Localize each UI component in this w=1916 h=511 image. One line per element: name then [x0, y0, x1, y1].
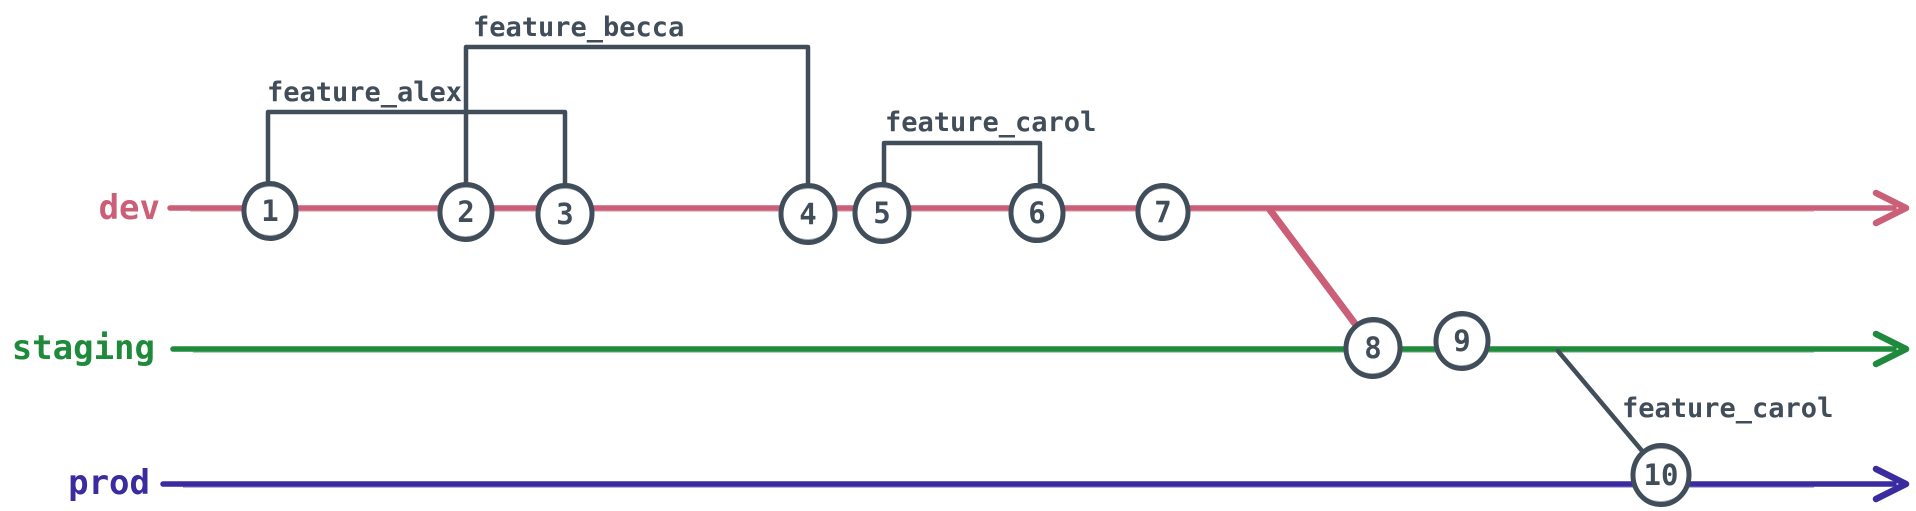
- commit-node: [241, 181, 299, 241]
- branch-label-staging: staging: [12, 328, 155, 368]
- feature-branch-label: feature_becca: [473, 12, 684, 43]
- commit-node-sketch-stroke: [1434, 314, 1490, 368]
- commit-number: 6: [1028, 196, 1045, 230]
- commit-node-sketch-stroke: [853, 185, 911, 241]
- commit-number: 3: [556, 197, 573, 231]
- feature-bracket: [265, 109, 568, 189]
- commit-number: 5: [873, 196, 890, 230]
- commit-node-sketch-stroke: [438, 185, 494, 239]
- commit-node-sketch-stroke: [779, 186, 837, 242]
- commit-number: 1: [261, 194, 278, 228]
- commit-node-sketch-stroke: [1344, 320, 1402, 376]
- commit-node: [1630, 443, 1692, 507]
- feature-branch-label: feature_alex: [267, 77, 462, 108]
- commit-node-sketch-stroke: [1009, 186, 1065, 240]
- merge-edge-dev-to-staging: [1266, 206, 1360, 329]
- commit-number: 2: [457, 195, 474, 229]
- staging-arrowhead-icon: [1872, 330, 1910, 368]
- commit-node-sketch-stroke: [536, 186, 594, 242]
- commit-node-sketch-stroke: [1631, 446, 1691, 504]
- commit-node: [1135, 183, 1191, 241]
- commit-node: [852, 182, 912, 244]
- commit-node-sketch-stroke: [242, 184, 298, 238]
- feature-bracket: [463, 44, 811, 189]
- commit-number: 10: [1644, 458, 1679, 492]
- commit-number: 4: [799, 197, 816, 231]
- commit-node: [1008, 183, 1066, 243]
- commit-node: [1433, 311, 1491, 371]
- dev-arrowhead-icon: [1872, 189, 1910, 227]
- branch-label-dev: dev: [99, 188, 160, 228]
- prod-arrowhead-icon: [1872, 465, 1910, 503]
- commit-node: [1343, 317, 1403, 379]
- commit-number: 7: [1154, 195, 1171, 229]
- commit-node: [437, 182, 495, 242]
- branch-label-prod: prod: [68, 463, 150, 503]
- commit-number: 9: [1453, 324, 1470, 358]
- commit-node-sketch-stroke: [1136, 186, 1190, 238]
- feature-branch-label: feature_carol: [885, 107, 1096, 138]
- commit-node: [778, 183, 838, 245]
- feature-branch-label: feature_carol: [1622, 393, 1833, 424]
- feature-bracket: [881, 140, 1043, 189]
- commit-node: [535, 183, 595, 245]
- merge-edge-staging-to-prod: [1555, 348, 1646, 455]
- commit-number: 8: [1364, 331, 1381, 365]
